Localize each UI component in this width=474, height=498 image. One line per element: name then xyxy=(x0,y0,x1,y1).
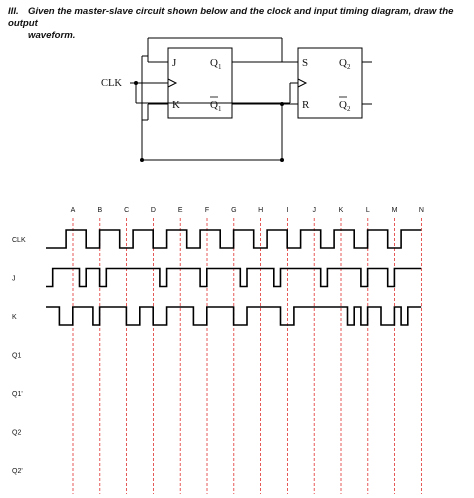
waveform-k xyxy=(46,306,422,326)
master-slave-circuit: CLK J K Q 1 Q 1 S R Q 2 Q 2 xyxy=(101,37,372,162)
ff2-q-label: Q xyxy=(339,57,347,69)
marker-label-m: M xyxy=(392,207,398,214)
ff1-qbar-label: Q xyxy=(210,99,218,111)
signal-label-j: J xyxy=(12,276,16,283)
marker-label-i: I xyxy=(286,207,288,214)
marker-label-h: H xyxy=(258,207,263,214)
ff1-k-label: K xyxy=(172,99,180,111)
question-line-2: waveform. xyxy=(28,30,76,41)
signal-label-clk: CLK xyxy=(12,237,26,244)
ff1-q-label: Q xyxy=(210,57,218,69)
ff1-q-sub: 1 xyxy=(218,63,222,71)
marker-label-g: G xyxy=(231,207,236,214)
marker-label-b: B xyxy=(97,207,102,214)
ff1-clock-triangle xyxy=(167,78,178,88)
signal-label-q2-bar: Q2' xyxy=(12,468,23,475)
question-number: III. xyxy=(8,6,19,17)
flip-flop-2 xyxy=(297,47,363,119)
ff1-qbar-sub: 1 xyxy=(218,105,222,113)
marker-label-e: E xyxy=(178,207,183,214)
waveform-clk xyxy=(46,229,422,249)
marker-layer: A B C D E F G H I J K L M N xyxy=(71,207,424,494)
marker-label-d: D xyxy=(151,207,156,214)
ff2-q-sub: 2 xyxy=(347,63,351,71)
waveform-layer xyxy=(46,229,422,326)
marker-label-k: K xyxy=(339,207,344,214)
flip-flop-1 xyxy=(167,47,233,119)
marker-label-j: J xyxy=(312,207,316,214)
ff2-qbar-label: Q xyxy=(339,99,347,111)
junction-bottom-right xyxy=(280,158,284,162)
junction-q1 xyxy=(280,102,284,106)
signal-label-k: K xyxy=(12,314,17,321)
marker-label-f: F xyxy=(205,207,209,214)
ff2-qbar-sub: 2 xyxy=(347,105,351,113)
signal-label-q1: Q1 xyxy=(12,353,21,360)
ff2-r-label: R xyxy=(302,99,310,111)
signal-label-q1-bar: Q1' xyxy=(12,391,23,398)
ff2-clock-triangle xyxy=(297,78,308,88)
signal-label-q2: Q2 xyxy=(12,430,21,437)
ff2-s-label: S xyxy=(302,57,308,69)
ff1-j-label: J xyxy=(172,57,177,69)
question-text: III.Given the master-slave circuit shown… xyxy=(8,6,468,42)
clk-label: CLK xyxy=(101,78,122,89)
marker-label-l: L xyxy=(366,207,370,214)
marker-label-n: N xyxy=(419,207,424,214)
marker-label-c: C xyxy=(124,207,129,214)
junction-bottom-left xyxy=(140,158,144,162)
question-line-1: Given the master-slave circuit shown bel… xyxy=(8,6,454,29)
waveform-j xyxy=(46,267,422,288)
marker-label-a: A xyxy=(71,207,76,214)
